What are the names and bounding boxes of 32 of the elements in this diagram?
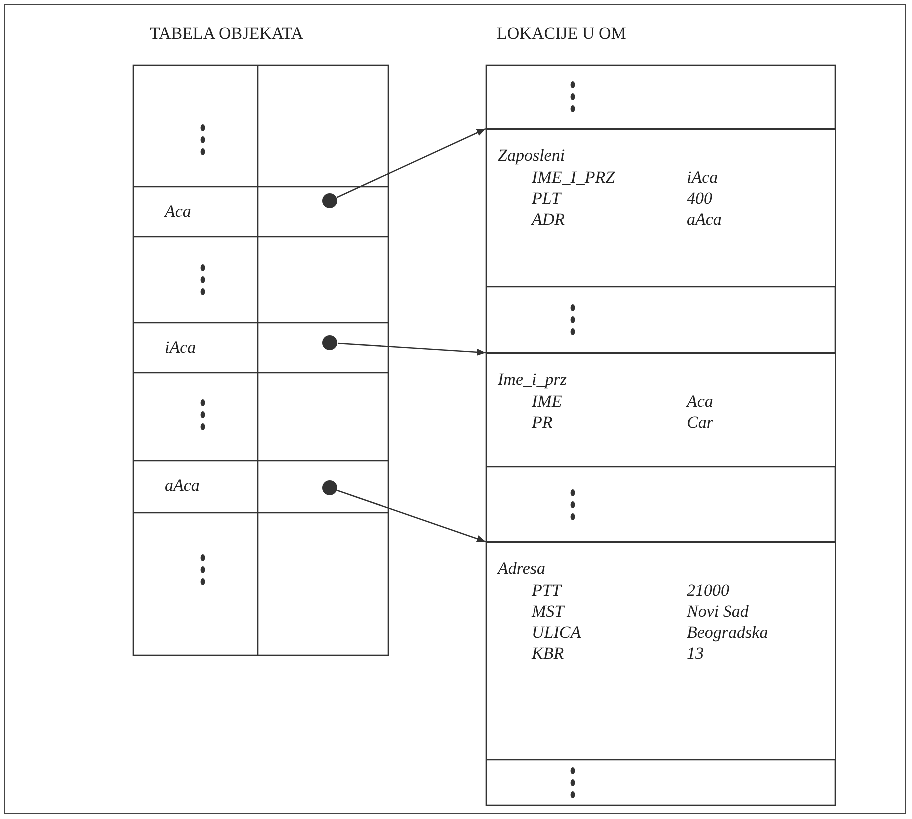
field-value: 13 xyxy=(687,644,704,664)
field-name: IME_I_PRZ xyxy=(532,168,616,188)
field-value: Beogradska xyxy=(687,623,768,643)
table-heading: LOKACIJE U OM xyxy=(497,24,626,44)
field-value: Car xyxy=(687,413,714,433)
memory-record xyxy=(486,353,836,467)
field-value: iAca xyxy=(687,168,718,188)
table-cell: Aca xyxy=(133,187,258,237)
field-name: KBR xyxy=(532,644,564,664)
arrow xyxy=(337,490,486,543)
field-name: ULICA xyxy=(532,623,582,643)
field-name: PR xyxy=(532,413,553,433)
field-value: aAca xyxy=(687,210,722,230)
table-cell: iAca xyxy=(133,323,258,373)
record-name: Ime_i_prz xyxy=(498,370,567,390)
field-name: ADR xyxy=(532,210,566,230)
field-name: PLT xyxy=(532,189,561,209)
record-name: Zaposleni xyxy=(498,146,566,166)
record-name: Adresa xyxy=(498,559,546,579)
table-heading: TABELA OBJEKATA xyxy=(150,24,304,44)
field-value: 400 xyxy=(687,189,712,209)
field-value: Aca xyxy=(687,392,714,412)
field-name: PTT xyxy=(532,581,562,601)
field-value: Novi Sad xyxy=(687,602,749,622)
arrow xyxy=(337,128,486,198)
memory-record xyxy=(486,129,836,287)
memory-record xyxy=(486,542,836,760)
arrow xyxy=(338,342,486,356)
table-cell: aAca xyxy=(133,461,258,513)
field-name: IME xyxy=(532,392,562,412)
field-value: 21000 xyxy=(687,581,730,601)
field-name: MST xyxy=(532,602,564,622)
